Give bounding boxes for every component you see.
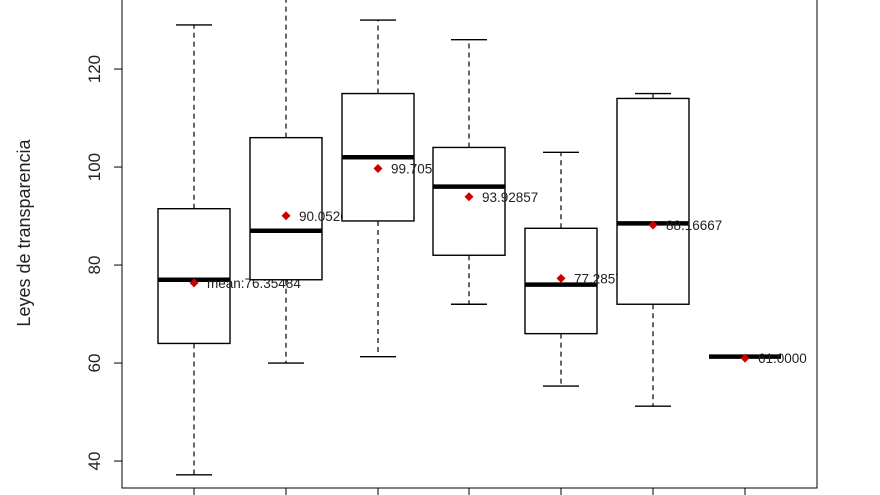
- box-group: 90.05263: [249, 0, 355, 364]
- mean-label: 90.05263: [299, 209, 355, 224]
- y-tick-label: 40: [85, 452, 104, 471]
- y-tick-label: 100: [85, 153, 104, 181]
- box-group: 77.28571: [524, 151, 630, 387]
- mean-marker: [464, 192, 474, 202]
- box-group: mean:76.35484: [157, 24, 301, 476]
- mean-marker: [281, 211, 291, 221]
- x-axis-ticks: [193, 488, 746, 495]
- mean-marker: [189, 278, 199, 288]
- y-axis: 40 60 80 100 120: [85, 55, 122, 471]
- mean-marker: [648, 220, 658, 230]
- y-tick-label: 120: [85, 55, 104, 83]
- box-group: 99.70588: [341, 19, 447, 358]
- box-group: 88.16667: [616, 92, 722, 407]
- box-group: 93.92857: [432, 38, 538, 305]
- mean-marker: [740, 353, 750, 363]
- y-axis-label: Leyes de transparencia: [14, 138, 34, 326]
- mean-label: 77.28571: [574, 271, 630, 286]
- y-tick-label: 60: [85, 354, 104, 373]
- mean-marker: [373, 163, 383, 173]
- iqr-box: [157, 207, 231, 345]
- box-group: 61.0000: [709, 351, 807, 366]
- mean-label: 88.16667: [666, 218, 722, 233]
- mean-label: 93.92857: [482, 190, 538, 205]
- iqr-box: [249, 136, 323, 281]
- y-tick-label: 80: [85, 256, 104, 275]
- mean-label: 61.0000: [758, 351, 807, 366]
- iqr-box: [616, 97, 690, 305]
- mean-marker: [556, 273, 566, 283]
- iqr-box: [432, 146, 506, 256]
